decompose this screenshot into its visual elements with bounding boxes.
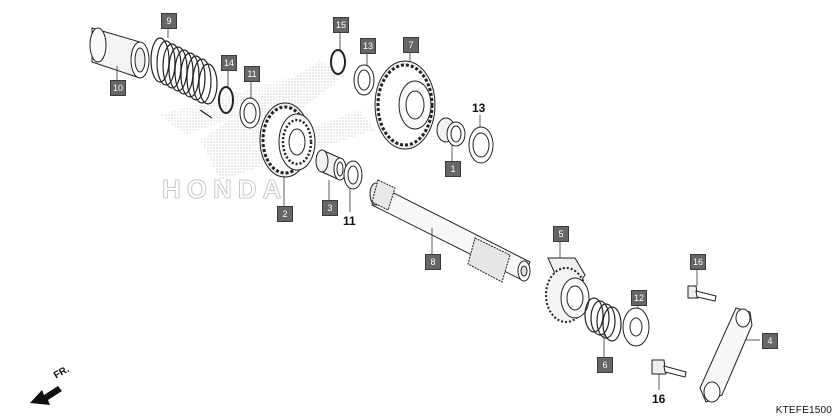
leader-lines bbox=[116, 26, 760, 390]
callout-8: 8 bbox=[425, 254, 441, 270]
part-13-washer-lower bbox=[468, 126, 494, 164]
part-9-spring bbox=[150, 37, 218, 119]
callout-1: 1 bbox=[445, 161, 461, 177]
callout-11-upper: 11 bbox=[244, 66, 260, 82]
callout-16-lower: 16 bbox=[652, 392, 666, 406]
callout-10: 10 bbox=[110, 80, 126, 96]
callout-13-lower: 13 bbox=[472, 101, 486, 115]
callout-13-upper: 13 bbox=[360, 38, 376, 54]
callout-16-upper: 16 bbox=[690, 254, 706, 270]
part-16-bolt-upper bbox=[687, 285, 717, 302]
part-12-washer bbox=[622, 307, 650, 347]
part-6-spring bbox=[584, 297, 622, 342]
part-1-bushing bbox=[436, 117, 466, 147]
callout-15: 15 bbox=[333, 17, 349, 33]
callout-11-lower: 11 bbox=[343, 214, 356, 228]
part-2-gear bbox=[259, 102, 316, 178]
part-5-ratchet bbox=[545, 257, 590, 323]
callout-5: 5 bbox=[553, 226, 569, 242]
callout-14: 14 bbox=[221, 55, 237, 71]
callout-4: 4 bbox=[762, 333, 778, 349]
callout-6: 6 bbox=[597, 357, 613, 373]
honda-watermark-text: HONDA bbox=[162, 174, 287, 204]
diagram-code: KTEFE1500 bbox=[775, 405, 832, 416]
part-10-sleeve bbox=[89, 27, 150, 79]
callout-3: 3 bbox=[322, 200, 338, 216]
part-11-washer-lower bbox=[343, 160, 363, 190]
callout-9: 9 bbox=[161, 13, 177, 29]
part-14-snap-ring bbox=[218, 86, 234, 114]
callout-12: 12 bbox=[631, 290, 647, 306]
part-7-gear bbox=[374, 60, 436, 150]
callout-7: 7 bbox=[403, 37, 419, 53]
part-11-washer-upper bbox=[239, 97, 261, 129]
part-3-bushing bbox=[315, 149, 347, 181]
part-16-bolt-lower bbox=[651, 359, 687, 378]
part-15-snap-ring bbox=[330, 49, 346, 75]
callout-2: 2 bbox=[277, 206, 293, 222]
front-arrow-icon bbox=[30, 386, 62, 405]
part-8-kickstarter-spindle bbox=[369, 179, 531, 283]
part-4-kick-arm bbox=[699, 307, 753, 403]
part-13-washer-upper bbox=[353, 64, 375, 96]
